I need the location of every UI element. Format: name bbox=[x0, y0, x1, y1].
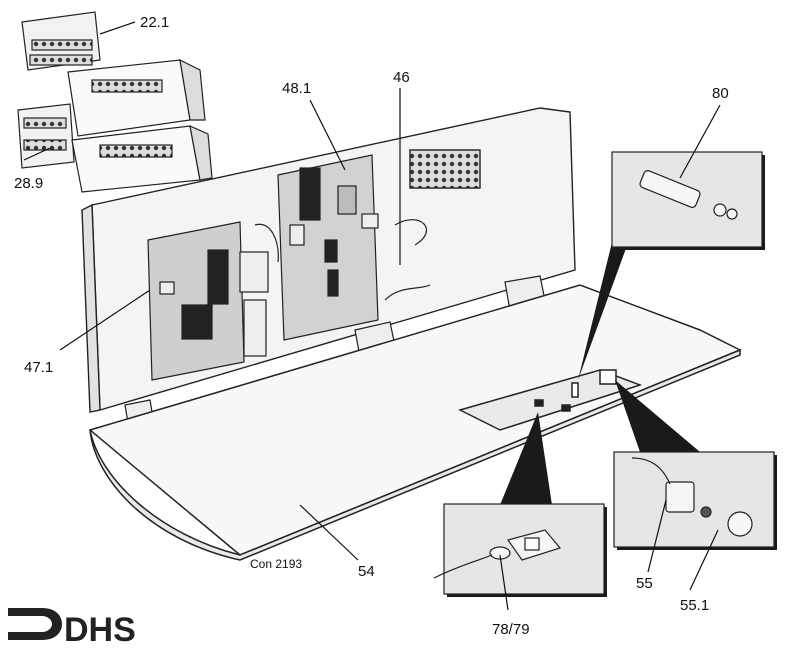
callout-55-1: 55.1 bbox=[680, 597, 709, 614]
circuit-board-47-1 bbox=[147, 221, 269, 381]
callout-47-1: 47.1 bbox=[24, 359, 53, 376]
logo-text: DHS bbox=[64, 611, 136, 649]
callout-28-9: 28.9 bbox=[14, 175, 43, 192]
terminal-housing-lower bbox=[71, 124, 213, 193]
callout-78-79: 78/79 bbox=[492, 621, 530, 638]
terminal-housing-upper bbox=[67, 58, 206, 137]
zoom-box-80 bbox=[578, 151, 765, 380]
callout-55: 55 bbox=[636, 575, 653, 592]
callout-54: 54 bbox=[358, 563, 375, 580]
callout-46: 46 bbox=[393, 69, 410, 86]
drawing-reference: Con 2193 bbox=[250, 557, 302, 571]
callout-22-1: 22.1 bbox=[140, 14, 169, 31]
zoom-box-78-79 bbox=[433, 412, 607, 597]
terminal-block-28-9 bbox=[17, 103, 75, 169]
wires bbox=[254, 219, 431, 301]
zoom-box-55 bbox=[613, 380, 777, 550]
callout-48-1: 48.1 bbox=[282, 80, 311, 97]
dhs-logo: DHS bbox=[8, 608, 136, 649]
circuit-board-48-1 bbox=[277, 154, 379, 341]
callout-80: 80 bbox=[712, 85, 729, 102]
front-cover-54 bbox=[88, 284, 742, 561]
leader-lines bbox=[23, 21, 721, 611]
terminal-block-22-1 bbox=[21, 11, 101, 71]
